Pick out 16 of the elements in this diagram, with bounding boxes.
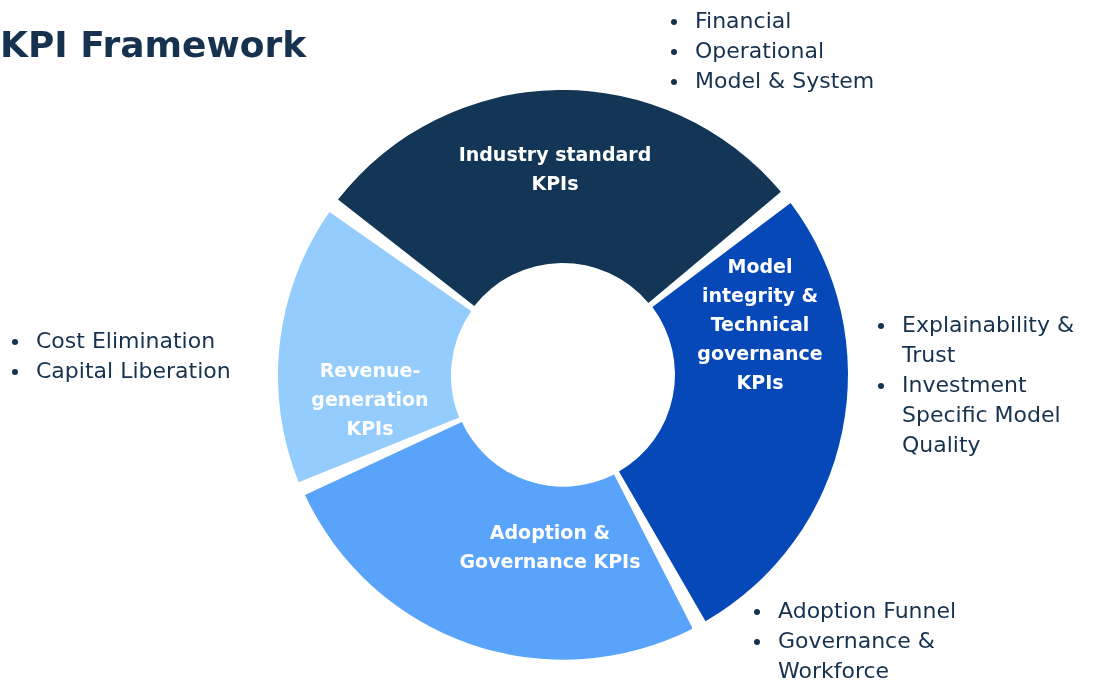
segment-label: Industry standard KPIs: [457, 142, 653, 196]
diagram-title: KPI Framework: [0, 24, 307, 65]
segment-label: Model integrity & Technical governance KPIs: [696, 254, 824, 395]
segment-label: Adoption & Governance KPIs: [458, 520, 642, 574]
bullet-item: Explainability & Trust: [872, 310, 1092, 370]
bullet-item: Financial: [665, 6, 925, 36]
bullet-item: Investment Specific Model Quality: [872, 370, 1092, 460]
segment-label: Revenue-generation KPIs: [310, 358, 430, 441]
bullet-item: Model & System: [665, 66, 925, 96]
ring-segment: [278, 211, 472, 482]
bullet-item: Capital Liberation: [6, 356, 266, 386]
bullet-item: Governance & Workforce: [748, 626, 1008, 683]
bullet-item: Operational: [665, 36, 925, 66]
bullet-item: Cost Elimination: [6, 326, 266, 356]
ring-segment: [304, 422, 693, 660]
bullet-item: Adoption Funnel: [748, 596, 1008, 626]
